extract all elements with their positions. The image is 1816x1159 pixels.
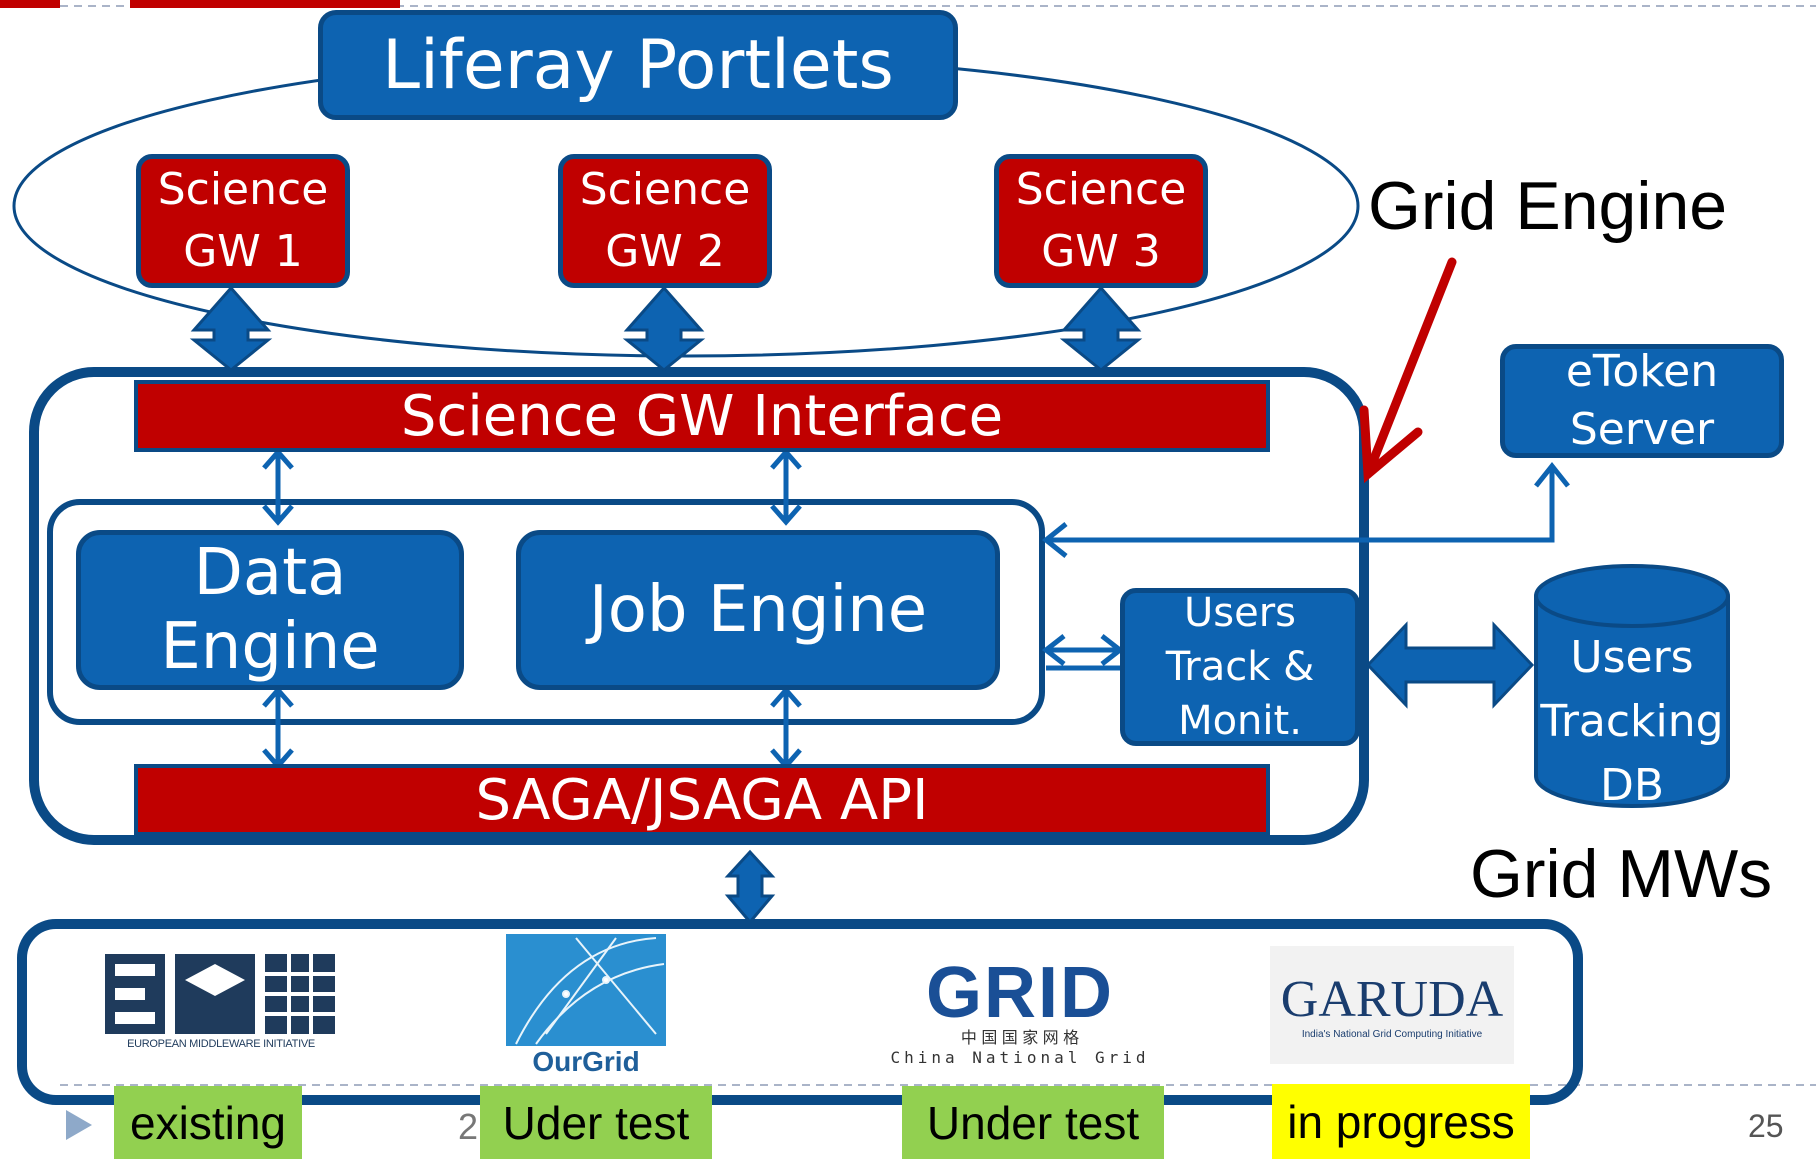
gw3-double-arrow xyxy=(1059,285,1143,372)
users-db-double-arrow xyxy=(1365,621,1535,709)
science-gw-2-line2: GW 2 xyxy=(605,226,725,277)
tracking-db-cylinder xyxy=(1534,564,1730,808)
grid-engine-pointer-arrow xyxy=(1359,257,1457,484)
gw2-double-arrow xyxy=(622,285,706,372)
etoken-line1: eToken xyxy=(1565,346,1719,397)
users-track-line1: Users xyxy=(1183,590,1296,636)
science-gw-2-line1: Science xyxy=(579,164,751,215)
science-gw-3-line2: GW 3 xyxy=(1041,226,1161,277)
ourgrid-logo-graphic xyxy=(506,934,666,1046)
science-gw-1-line1: Science xyxy=(157,164,329,215)
saga-api-label: SAGA/JSAGA API xyxy=(475,767,929,833)
china-grid-sub-en: China National Grid xyxy=(890,1048,1150,1067)
liferay-portlets-label: Liferay Portlets xyxy=(382,25,894,105)
gateway-arrows xyxy=(189,285,1143,372)
science-gw-1-line2: GW 1 xyxy=(183,226,303,277)
users-track-line3: Monit. xyxy=(1178,698,1302,744)
title-remnant-2 xyxy=(130,0,400,8)
emi-caption: EUROPEAN MIDDLEWARE INITIATIVE xyxy=(127,1038,315,1050)
status-tag-existing: existing xyxy=(114,1086,302,1159)
status-tag-under-test: Under test xyxy=(902,1086,1164,1159)
ourgrid-logo: OurGrid xyxy=(506,934,666,1086)
gw1-double-arrow xyxy=(189,285,273,372)
grid-mws-label: Grid MWs xyxy=(1470,836,1773,912)
science-gw-interface-label: Science GW Interface xyxy=(400,383,1004,449)
job-engine-box: Job Engine xyxy=(516,530,1000,690)
grid-engine-label: Grid Engine xyxy=(1368,168,1728,244)
page-number: 25 xyxy=(1748,1108,1784,1144)
status-tag-in-progress: in progress xyxy=(1272,1084,1530,1159)
liferay-portlets-box: Liferay Portlets xyxy=(318,10,958,120)
footer-triangle-icon xyxy=(66,1110,92,1140)
science-gw-2: Science GW 2 xyxy=(558,154,772,288)
footer-hidden-digit: 2 xyxy=(458,1106,479,1147)
saga-mws-double-arrow xyxy=(724,849,776,925)
data-engine-box: Data Engine xyxy=(76,530,464,690)
tracking-db-label: Users Tracking DB xyxy=(1536,626,1728,818)
garuda-caption: India's National Grid Computing Initiati… xyxy=(1301,1029,1483,1040)
users-track-box: Users Track & Monit. xyxy=(1120,588,1360,746)
saga-api-bar: SAGA/JSAGA API xyxy=(134,764,1270,836)
science-gw-interface-bar: Science GW Interface xyxy=(134,380,1270,452)
garuda-logo: GARUDA India's National Grid Computing I… xyxy=(1270,946,1514,1064)
users-track-line2: Track & xyxy=(1165,644,1315,690)
china-grid-sub: 中 国 国 家 网 格 xyxy=(960,1030,1080,1047)
title-remnant xyxy=(0,0,60,8)
status-tag-uder-test: Uder test xyxy=(480,1086,712,1159)
science-gw-3-line1: Science xyxy=(1015,164,1187,215)
china-grid-name: GRID xyxy=(926,953,1114,1033)
job-engine-label: Job Engine xyxy=(588,573,928,647)
grid-engine-container xyxy=(29,367,1369,845)
ourgrid-name: OurGrid xyxy=(532,1046,640,1077)
etoken-server-box: eToken Server xyxy=(1500,344,1784,458)
tracking-db-line2: Tracking xyxy=(1540,696,1724,747)
grid-mws-container xyxy=(17,919,1583,1105)
emi-logo-graphic xyxy=(105,954,335,1034)
tracking-db-line3: DB xyxy=(1599,760,1665,811)
tracking-db-line1: Users xyxy=(1570,632,1694,683)
data-engine-label: Data Engine xyxy=(160,536,380,684)
china-grid-logo: GRID 中 国 国 家 网 格 China National Grid xyxy=(870,953,1170,1067)
science-gw-3: Science GW 3 xyxy=(994,154,1208,288)
garuda-name: GARUDA xyxy=(1280,971,1504,1028)
emi-logo: EUROPEAN MIDDLEWARE INITIATIVE xyxy=(96,950,346,1060)
etoken-line2: Server xyxy=(1569,404,1715,455)
science-gw-1: Science GW 1 xyxy=(136,154,350,288)
